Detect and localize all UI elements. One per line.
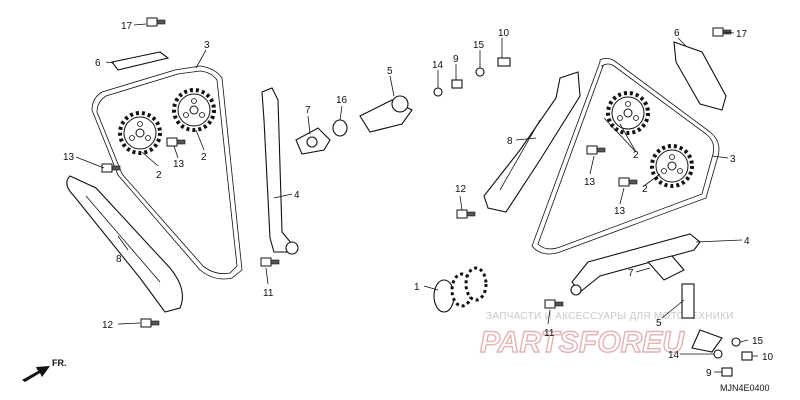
washer-14 [433, 87, 443, 97]
front-direction-indicator: FR. [22, 358, 67, 382]
callout-3: 3 [730, 154, 736, 165]
right-seal-9 [721, 367, 733, 377]
callout-14: 14 [432, 60, 444, 71]
callout-5: 5 [387, 66, 393, 77]
callout-8: 8 [116, 254, 122, 265]
callout-5: 5 [656, 318, 662, 329]
callout-6: 6 [95, 58, 101, 69]
left-bolt-17 [146, 17, 166, 27]
right-bolt-13a [586, 145, 606, 155]
callout-8: 8 [507, 136, 513, 147]
right-gasket-7 [646, 255, 685, 281]
callout-6: 6 [674, 28, 680, 39]
left-chain-guide [66, 175, 183, 313]
callout-9: 9 [453, 54, 459, 65]
left-bolt-12 [140, 318, 160, 328]
callout-17: 17 [736, 29, 748, 40]
callout-1: 1 [414, 282, 420, 293]
left-guide-plate [111, 51, 170, 71]
left-bolt-11 [260, 257, 280, 267]
callout-labels: 17 6 3 13 2 13 2 8 12 11 4 7 16 5 14 9 1… [63, 21, 774, 379]
callout-15: 15 [752, 336, 764, 347]
leader-lines [75, 23, 758, 373]
callout-13: 13 [614, 206, 626, 217]
left-bolt-13b [166, 137, 186, 147]
callout-12: 12 [102, 320, 114, 331]
right-guide-plate-6 [673, 41, 727, 111]
right-lifter-5 [681, 283, 723, 353]
seal-9 [451, 79, 463, 89]
o-ring-16 [332, 119, 348, 137]
callout-13: 13 [173, 159, 185, 170]
right-bolt-11 [544, 299, 564, 309]
callout-10: 10 [762, 352, 774, 363]
callout-16: 16 [336, 95, 348, 106]
callout-3: 3 [204, 40, 210, 51]
right-cam-sprocket-lower [650, 144, 694, 188]
right-washer-15 [731, 337, 741, 347]
callout-10: 10 [498, 28, 510, 39]
front-arrow-icon [22, 366, 50, 382]
tensioner-gasket [295, 127, 331, 155]
callout-14: 14 [668, 350, 680, 361]
callout-2: 2 [642, 184, 648, 195]
callout-13: 13 [63, 152, 75, 163]
left-cam-sprocket-front [172, 88, 216, 132]
bolt-10 [497, 57, 511, 67]
crank-sprocket-1 [433, 266, 488, 313]
right-bolt-17 [712, 27, 732, 37]
right-chain-guide-8 [483, 71, 581, 213]
callout-2: 2 [201, 152, 207, 163]
left-cam-sprocket-rear [118, 111, 162, 155]
diagram-code: MJN4E0400 [720, 383, 770, 393]
washer-15 [475, 67, 485, 77]
right-bolt-12 [456, 209, 476, 219]
right-cam-chain [531, 58, 720, 255]
right-bolt-13b [618, 177, 638, 187]
front-label: FR. [52, 358, 67, 368]
callout-4: 4 [294, 190, 300, 201]
callout-13: 13 [584, 177, 596, 188]
watermark-logo: PARTSFOREU [480, 326, 685, 359]
callout-11: 11 [544, 328, 555, 339]
left-cam-chain [91, 65, 243, 280]
callout-11: 11 [263, 288, 274, 299]
right-washer-14 [713, 349, 723, 359]
left-bolt-13a [101, 163, 121, 173]
left-tensioner-arm [261, 87, 299, 255]
tensioner-lifter [359, 95, 413, 133]
right-cam-sprocket-upper [606, 91, 650, 135]
callout-12: 12 [455, 184, 467, 195]
callout-7: 7 [628, 268, 634, 279]
watermark-text: ЗАПЧАСТИ И АКСЕССУАРЫ ДЛЯ МОТОТЕХНИКИ [486, 311, 734, 322]
callout-2: 2 [156, 170, 162, 181]
callout-4: 4 [744, 236, 750, 247]
watermark: ЗАПЧАСТИ И АКСЕССУАРЫ ДЛЯ МОТОТЕХНИКИ PA… [479, 311, 734, 360]
callout-7: 7 [305, 105, 311, 116]
callout-9: 9 [706, 368, 712, 379]
right-bolt-10 [741, 351, 753, 361]
callout-2: 2 [633, 150, 639, 161]
callout-17: 17 [121, 21, 133, 32]
right-tensioner-arm-4 [570, 233, 701, 296]
callout-15: 15 [473, 40, 485, 51]
